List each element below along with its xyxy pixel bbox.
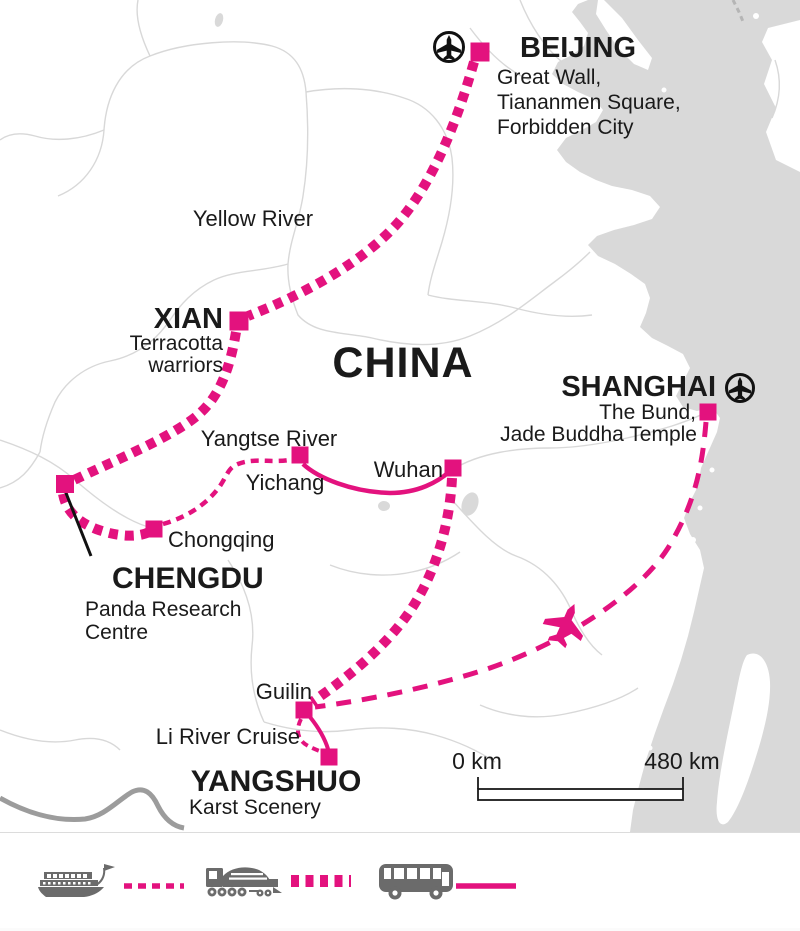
beijing-airport-icon bbox=[433, 31, 465, 63]
route-guilin-yangshuo-bus bbox=[308, 715, 330, 750]
marker-yichang bbox=[291, 446, 309, 464]
korea-landmass bbox=[762, 20, 800, 172]
xian-label: XIAN bbox=[154, 303, 223, 335]
shanghai-sub-2: Jade Buddha Temple bbox=[500, 423, 697, 446]
xian-sub-1: Terracotta bbox=[130, 332, 224, 355]
beijing-sub-2: Tiananmen Square, bbox=[497, 91, 681, 114]
marker-chengdu bbox=[56, 475, 74, 493]
chengdu-sub-1: Panda Research bbox=[85, 598, 241, 621]
route-yichang-wuhan-bus bbox=[301, 462, 452, 496]
scale-start-label: 0 km bbox=[452, 748, 502, 774]
marker-guilin bbox=[295, 701, 313, 719]
boat-line-sample bbox=[124, 877, 184, 895]
route-guilin-yangshuo-boat bbox=[295, 718, 323, 754]
beijing-label: BEIJING bbox=[520, 32, 636, 64]
route-xian-chengdu-train bbox=[71, 331, 241, 485]
yangshuo-label: YANGSHUO bbox=[191, 765, 362, 798]
yangshuo-sub-1: Karst Scenery bbox=[189, 796, 321, 819]
route-beijing-xian-train bbox=[246, 60, 479, 321]
dashed-country-border bbox=[731, 0, 746, 25]
lakes bbox=[214, 13, 479, 516]
marker-beijing bbox=[470, 42, 490, 62]
country-label: CHINA bbox=[332, 339, 473, 387]
yellow-river-label: Yellow River bbox=[193, 206, 313, 231]
train-line-sample bbox=[291, 874, 351, 893]
guilin-label: Guilin bbox=[256, 679, 312, 704]
sea-yellow-east-china bbox=[552, 0, 800, 832]
liaodong-peninsula bbox=[596, 0, 652, 70]
route-shanghai-guilin-flight bbox=[314, 421, 709, 710]
train-icon bbox=[205, 864, 289, 903]
li-river-label: Li River Cruise bbox=[156, 724, 300, 749]
thick-border-line bbox=[0, 787, 185, 831]
chongqing-label: Chongqing bbox=[168, 527, 274, 552]
shanghai-sub-1: The Bund, bbox=[599, 401, 696, 424]
chengdu-sub-2: Centre bbox=[85, 621, 148, 644]
china-map-svg: CHINA BEIJING Great Wall, Tiananmen Squa… bbox=[0, 0, 800, 832]
wuhan-label: Wuhan bbox=[374, 457, 443, 482]
route-chongqing-yichang-boat bbox=[162, 456, 296, 527]
marker-yangshuo bbox=[320, 748, 338, 766]
bottom-strip bbox=[0, 928, 800, 931]
shanghai-label: SHANGHAI bbox=[561, 371, 716, 403]
map-area: CHINA BEIJING Great Wall, Tiananmen Squa… bbox=[0, 0, 800, 832]
marker-wuhan bbox=[444, 459, 462, 477]
route-wuhan-guilin-train bbox=[309, 477, 457, 707]
marker-shanghai bbox=[699, 403, 717, 421]
scale-bar: 0 km 480 km bbox=[452, 748, 720, 801]
yichang-label: Yichang bbox=[246, 470, 325, 495]
chengdu-leader-line bbox=[62, 487, 93, 557]
yangtse-river-label: Yangtse River bbox=[201, 426, 338, 451]
xian-sub-2: warriors bbox=[147, 354, 223, 377]
bus-icon bbox=[378, 859, 456, 906]
route-chengdu-chongqing-train bbox=[58, 492, 154, 541]
marker-chongqing bbox=[145, 520, 163, 538]
scale-end-label: 480 km bbox=[644, 748, 719, 774]
shanghai-airport-icon bbox=[725, 373, 755, 403]
marker-xian bbox=[229, 311, 249, 331]
transport-legend bbox=[0, 832, 800, 929]
beijing-sub-1: Great Wall, bbox=[497, 66, 601, 89]
map-lines bbox=[0, 0, 780, 763]
chengdu-label: CHENGDU bbox=[112, 562, 264, 595]
city-markers bbox=[56, 42, 717, 766]
route-lines bbox=[58, 60, 709, 754]
taiwan-island bbox=[716, 653, 771, 825]
bus-line-sample bbox=[456, 877, 516, 895]
ship-icon bbox=[36, 863, 120, 906]
beijing-sub-3: Forbidden City bbox=[497, 116, 634, 139]
